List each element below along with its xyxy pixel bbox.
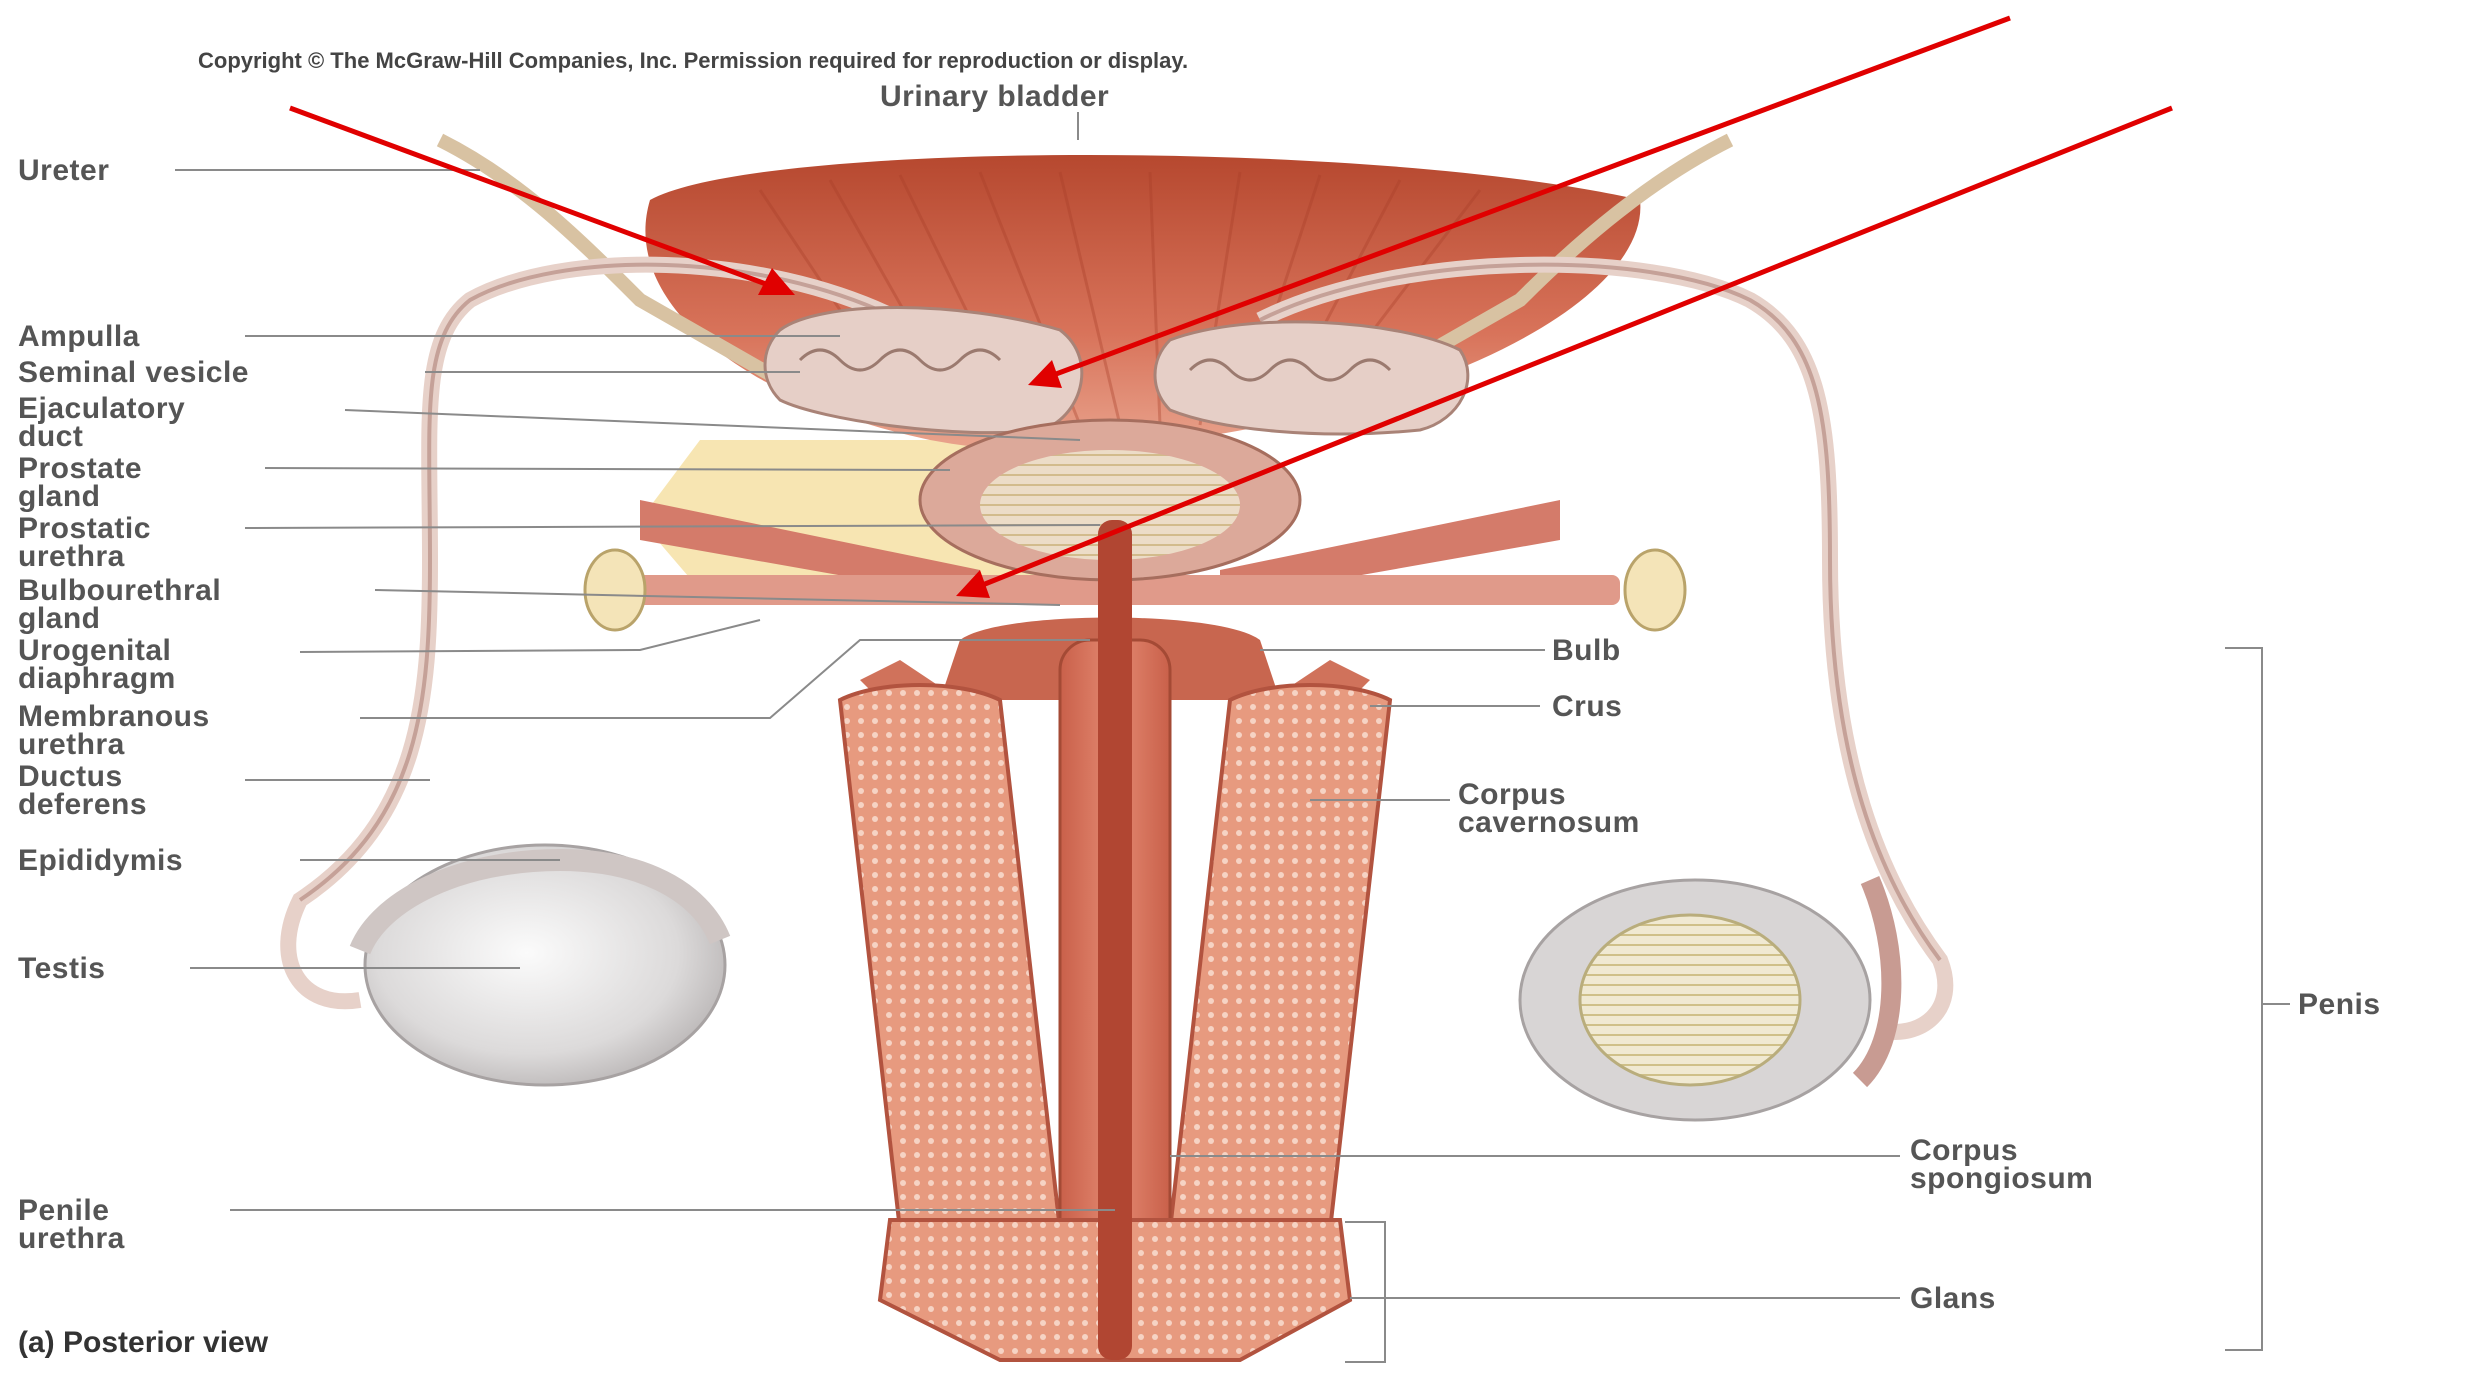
- label-crus: Crus: [1552, 690, 1622, 723]
- seminal-vesicle-coils: [798, 348, 1392, 382]
- label-penile-urethra-1: Penile: [18, 1194, 109, 1227]
- red-arrow-bulbourethral: [969, 105, 2173, 593]
- label-testis: Testis: [18, 952, 105, 985]
- ductus-deferens-right-core: [1259, 262, 1942, 962]
- label-membranous-urethra-2: urethra: [18, 728, 125, 761]
- bracket-glans: [1345, 1221, 1386, 1363]
- label-epididymis: Epididymis: [18, 844, 183, 877]
- penile-urethra: [1098, 520, 1132, 1360]
- label-glans: Glans: [1910, 1282, 1996, 1315]
- leader-prostatic-urethra: [244, 524, 1101, 529]
- red-arrowhead-ampulla: [758, 268, 795, 295]
- prostate-inner: [980, 450, 1240, 560]
- label-prostate-gland-1: Prostate: [18, 452, 142, 485]
- label-corpus-cavernosum-2: cavernosum: [1458, 806, 1640, 839]
- label-prostate-gland-2: gland: [18, 480, 101, 513]
- label-ureter: Ureter: [18, 154, 109, 187]
- seminal-vesicle-left: [763, 306, 1084, 435]
- label-ejaculatory-duct-1: Ejaculatory: [18, 392, 185, 425]
- bracket-penis: [2225, 647, 2290, 1351]
- label-corpus-cavernosum-1: Corpus: [1458, 778, 1566, 811]
- label-ductus-deferens-1: Ductus: [18, 760, 123, 793]
- label-membranous-urethra-1: Membranous: [18, 700, 210, 733]
- corpus-cavernosum-right: [1167, 683, 1393, 1232]
- ureter-left: [436, 133, 784, 387]
- label-bulb: Bulb: [1552, 634, 1621, 667]
- red-arrowhead-seminal-vesicle: [1028, 360, 1062, 388]
- caption-posterior-view: (a) Posterior view: [18, 1326, 269, 1359]
- leader-prostate-gland: [264, 467, 951, 471]
- ductus-deferens-left-core: [298, 262, 901, 902]
- label-penile-urethra-2: urethra: [18, 1222, 125, 1255]
- label-prostatic-urethra-1: Prostatic: [18, 512, 151, 545]
- red-arrow-ampulla: [289, 105, 783, 293]
- label-urogenital-diaphragm-2: diaphragm: [18, 662, 176, 695]
- seminal-vesicle-right: [1153, 320, 1470, 436]
- epididymis-right: [1852, 876, 1902, 1088]
- label-ampulla: Ampulla: [18, 320, 140, 353]
- label-urinary-bladder: Urinary bladder: [880, 80, 1109, 113]
- testis-left: [363, 843, 727, 1087]
- label-corpus-spongiosum-1: Corpus: [1910, 1134, 2018, 1167]
- red-arrowhead-bulbourethral: [956, 570, 990, 598]
- label-bulbourethral-gland-2: gland: [18, 602, 101, 635]
- red-arrows: [289, 15, 2173, 598]
- label-seminal-vesicle: Seminal vesicle: [18, 356, 249, 389]
- bone-left: [583, 548, 647, 632]
- label-bulbourethral-gland-1: Bulbourethral: [18, 574, 221, 607]
- copyright-text: Copyright © The McGraw-Hill Companies, I…: [198, 48, 1188, 73]
- label-prostatic-urethra-2: urethra: [18, 540, 125, 573]
- leader-bulbourethral-gland: [374, 589, 1061, 606]
- red-arrow-seminal-vesicle: [1039, 15, 2011, 383]
- leader-ejaculatory-duct: [344, 409, 1081, 441]
- leader-membranous-urethra: [360, 639, 1090, 719]
- leader-urogenital-diaphragm: [299, 619, 761, 653]
- label-urogenital-diaphragm-1: Urogenital: [18, 634, 171, 667]
- label-ductus-deferens-2: deferens: [18, 788, 147, 821]
- testis-right-inside: [1578, 913, 1802, 1087]
- label-corpus-spongiosum-2: spongiosum: [1910, 1162, 2093, 1195]
- label-penis: Penis: [2298, 988, 2381, 1021]
- bone-right: [1623, 548, 1687, 632]
- corpus-cavernosum-left: [837, 683, 1063, 1232]
- label-ejaculatory-duct-2: duct: [18, 420, 83, 453]
- ureter-right: [1376, 133, 1734, 387]
